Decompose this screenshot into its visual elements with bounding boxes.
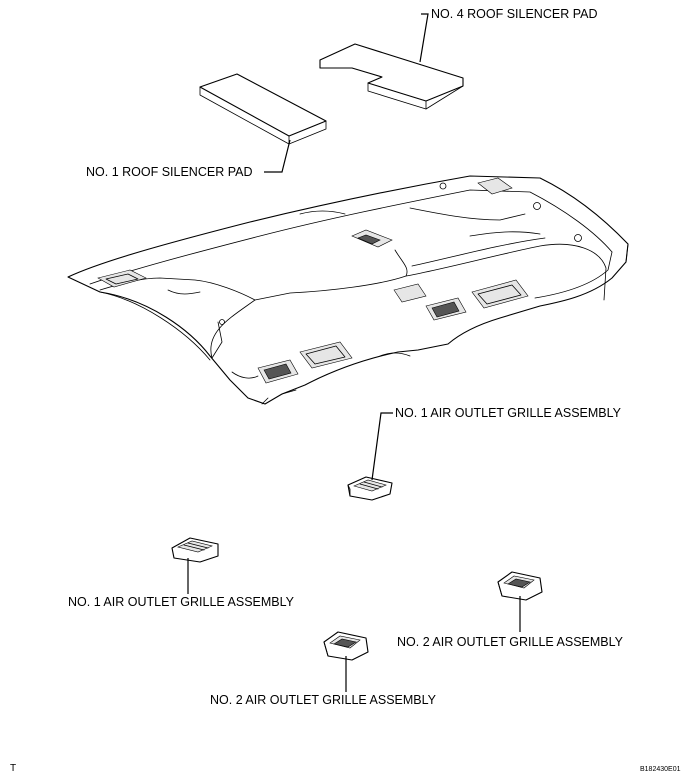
no1-air-outlet-grille-part-left	[171, 537, 219, 563]
label-no4-roof-silencer-pad: NO. 4 ROOF SILENCER PAD	[431, 7, 597, 21]
no2-air-outlet-grille-part-bottom	[323, 631, 369, 661]
no2-air-outlet-grille-part-right	[497, 571, 543, 601]
label-no2-air-outlet-grille-bottom: NO. 2 AIR OUTLET GRILLE ASSEMBLY	[210, 693, 437, 707]
drawing-id: B182430E01	[640, 766, 681, 773]
label-no1-air-outlet-grille-left: NO. 1 AIR OUTLET GRILLE ASSEMBLY	[68, 595, 295, 609]
leader-no4-roof-silencer-pad	[419, 13, 429, 63]
leader-no1-air-outlet-grille-top	[371, 412, 393, 481]
no1-air-outlet-grille-part-top	[347, 476, 393, 501]
leader-no1-roof-silencer-pad	[264, 139, 291, 173]
roof-headliner	[67, 175, 629, 405]
label-no1-roof-silencer-pad: NO. 1 ROOF SILENCER PAD	[86, 165, 252, 179]
corner-mark: T	[10, 763, 16, 774]
label-no1-air-outlet-grille-top: NO. 1 AIR OUTLET GRILLE ASSEMBLY	[395, 406, 622, 420]
label-no2-air-outlet-grille-right: NO. 2 AIR OUTLET GRILLE ASSEMBLY	[397, 635, 624, 649]
no1-roof-silencer-pad	[199, 73, 327, 145]
no4-roof-silencer-pad	[319, 43, 464, 110]
